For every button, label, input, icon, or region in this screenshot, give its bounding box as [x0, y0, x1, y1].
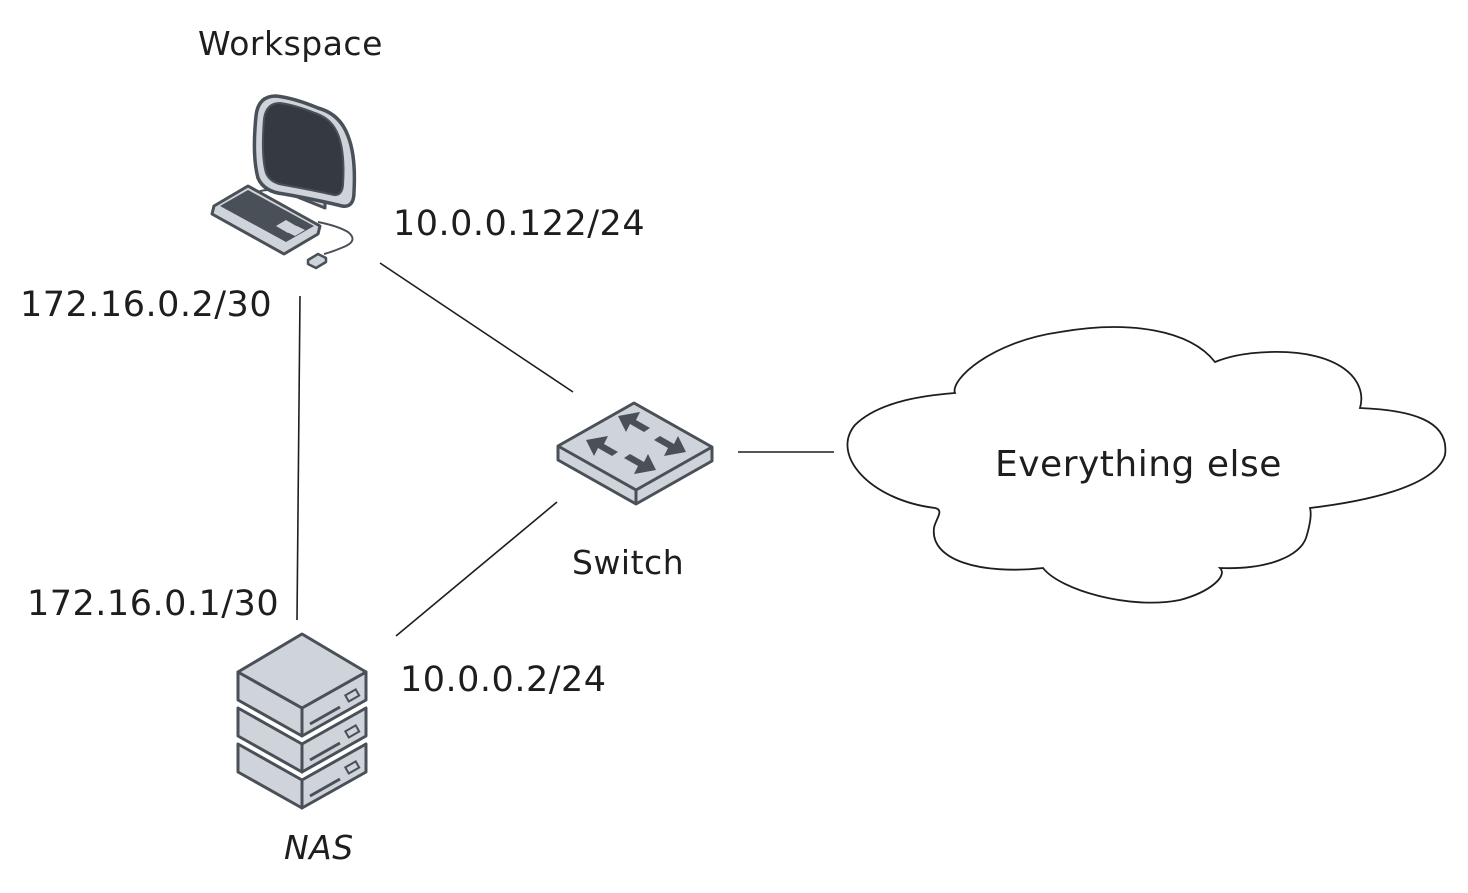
switch-label: Switch	[572, 543, 685, 582]
desktop-computer-icon[interactable]	[210, 94, 357, 270]
cloud-icon[interactable]	[846, 326, 1447, 604]
nas-switch-ip-label: 10.0.0.2/24	[400, 660, 607, 700]
link-workspace-switch	[379, 262, 574, 393]
cloud-label: Everything else	[995, 444, 1282, 485]
nas-workspace-ip-label: 172.16.0.1/30	[27, 584, 280, 624]
nas-label: NAS	[284, 828, 354, 867]
workspace-label: Workspace	[198, 24, 383, 63]
workspace-nas-ip-label: 172.16.0.2/30	[20, 285, 273, 325]
link-workspace-nas	[296, 295, 301, 621]
link-nas-switch	[395, 501, 558, 637]
workspace-switch-ip-label: 10.0.0.122/24	[393, 204, 646, 244]
server-stack-icon[interactable]	[236, 632, 368, 810]
network-switch-icon[interactable]	[556, 401, 714, 506]
